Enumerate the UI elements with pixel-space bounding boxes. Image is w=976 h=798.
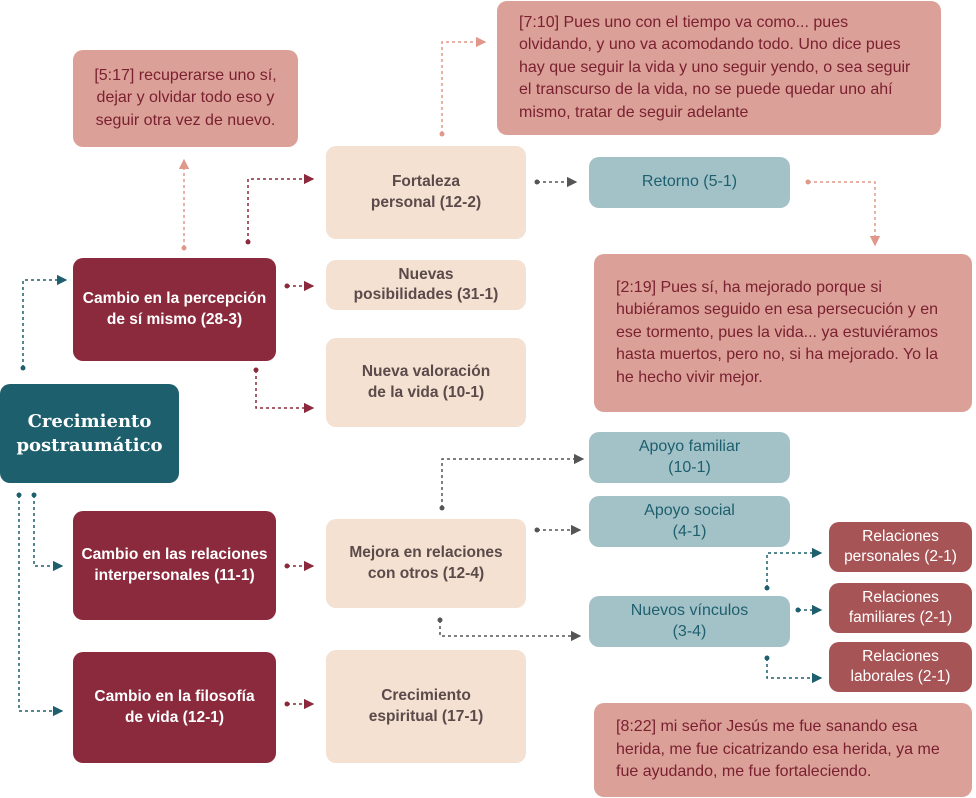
code-relaciones-personales: Relaciones personales (2-1) (829, 522, 972, 572)
connector-dot (245, 239, 251, 245)
code-relaciones-familiares-label: Relaciones familiares (2-1) (848, 588, 953, 626)
root-label: Crecimiento postraumático (16, 411, 163, 456)
connector-dot (181, 245, 187, 251)
category-perception: Cambio en la percepción de sí mismo (28-… (73, 258, 276, 361)
connector-dot (284, 701, 290, 707)
code-apoyo-familiar-label: Apoyo familiar (10-1) (638, 437, 741, 476)
subtheme-fortaleza: Fortaleza personal (12-2) (326, 146, 526, 239)
connector-dot (795, 607, 801, 613)
subtheme-espiritual: Crecimiento espiritual (17-1) (326, 650, 526, 763)
connector-dot (284, 283, 290, 289)
arrow-vinculos-personales (766, 547, 823, 588)
arrow-fortaleza-q710 (441, 36, 487, 134)
subtheme-fortaleza-label: Fortaleza personal (12-2) (370, 173, 482, 211)
connector-dot (20, 365, 26, 371)
arrow-mejora-apoyo-familiar (441, 453, 585, 508)
subtheme-posibilidades: Nuevas posibilidades (31-1) (326, 260, 526, 310)
subtheme-valoracion: Nueva valoración de la vida (10-1) (326, 338, 526, 427)
arrow-root-perception (22, 274, 68, 368)
code-relaciones-personales-label: Relaciones personales (2-1) (844, 527, 957, 565)
connector-dot (534, 527, 540, 533)
quote-5-17: [5:17] recuperarse uno sí, dejar y olvid… (73, 50, 298, 147)
arrow-perception-fortaleza (247, 173, 315, 242)
code-relaciones-laborales: Relaciones laborales (2-1) (829, 642, 972, 692)
code-relaciones-familiares: Relaciones familiares (2-1) (829, 583, 972, 633)
code-relaciones-laborales-label: Relaciones laborales (2-1) (850, 647, 951, 685)
arrow-vinculos-laborales (766, 658, 823, 684)
arrow-root-philosophy (18, 495, 64, 717)
root-node: Crecimiento postraumático (0, 384, 179, 483)
subtheme-valoracion-label: Nueva valoración de la vida (10-1) (361, 363, 491, 401)
code-nuevos-vinculos: Nuevos vínculos (3-4) (589, 596, 790, 647)
subtheme-mejora: Mejora en relaciones con otros (12-4) (326, 519, 526, 608)
arrow-mejora-nuevos-vinculos (439, 620, 582, 642)
quote-7-10: [7:10] Pues uno con el tiempo va como...… (497, 1, 941, 135)
code-apoyo-social: Apoyo social (4-1) (589, 496, 790, 547)
subtheme-espiritual-label: Crecimiento espiritual (17-1) (368, 687, 484, 725)
code-retorno-label: Retorno (5-1) (641, 173, 738, 191)
connector-dot (284, 563, 290, 569)
category-philosophy-label: Cambio en la filosofía de vida (12-1) (94, 688, 255, 726)
arrow-root-relations (33, 495, 64, 572)
quote-8-22-text: [8:22] mi señor Jesús me fue sanando esa… (616, 718, 940, 781)
category-relations-label: Cambio en las relaciones interpersonales… (81, 546, 268, 584)
quote-2-19-text: [2:19] Pues sí, ha mejorado porque si hu… (616, 279, 938, 386)
quote-5-17-text: [5:17] recuperarse uno sí, dejar y olvid… (94, 66, 277, 129)
category-philosophy: Cambio en la filosofía de vida (12-1) (73, 652, 276, 763)
connector-dot (764, 585, 770, 591)
quote-7-10-text: [7:10] Pues uno con el tiempo va como...… (519, 14, 911, 121)
code-nuevos-vinculos-label: Nuevos vínculos (3-4) (630, 601, 749, 640)
code-apoyo-familiar: Apoyo familiar (10-1) (589, 432, 790, 483)
connector-dot (253, 367, 259, 373)
arrow-retorno-q219 (808, 181, 881, 247)
connector-dot (16, 492, 22, 498)
category-relations: Cambio en las relaciones interpersonales… (73, 511, 276, 620)
category-perception-label: Cambio en la percepción de sí mismo (28-… (82, 290, 267, 328)
code-apoyo-social-label: Apoyo social (4-1) (644, 501, 735, 540)
connector-dot (805, 179, 811, 185)
code-retorno: Retorno (5-1) (589, 157, 790, 208)
quote-8-22: [8:22] mi señor Jesús me fue sanando esa… (594, 703, 972, 797)
quote-2-19: [2:19] Pues sí, ha mejorado porque si hu… (594, 254, 972, 412)
subtheme-mejora-label: Mejora en relaciones con otros (12-4) (349, 544, 503, 582)
connector-dot (439, 131, 445, 137)
subtheme-posibilidades-label: Nuevas posibilidades (31-1) (353, 265, 499, 303)
connector-dot (439, 505, 445, 511)
connector-dot (437, 617, 443, 623)
connector-dot (764, 655, 770, 661)
connector-dot (534, 179, 540, 185)
arrow-perception-valoracion (255, 370, 315, 414)
connector-dot (31, 492, 37, 498)
